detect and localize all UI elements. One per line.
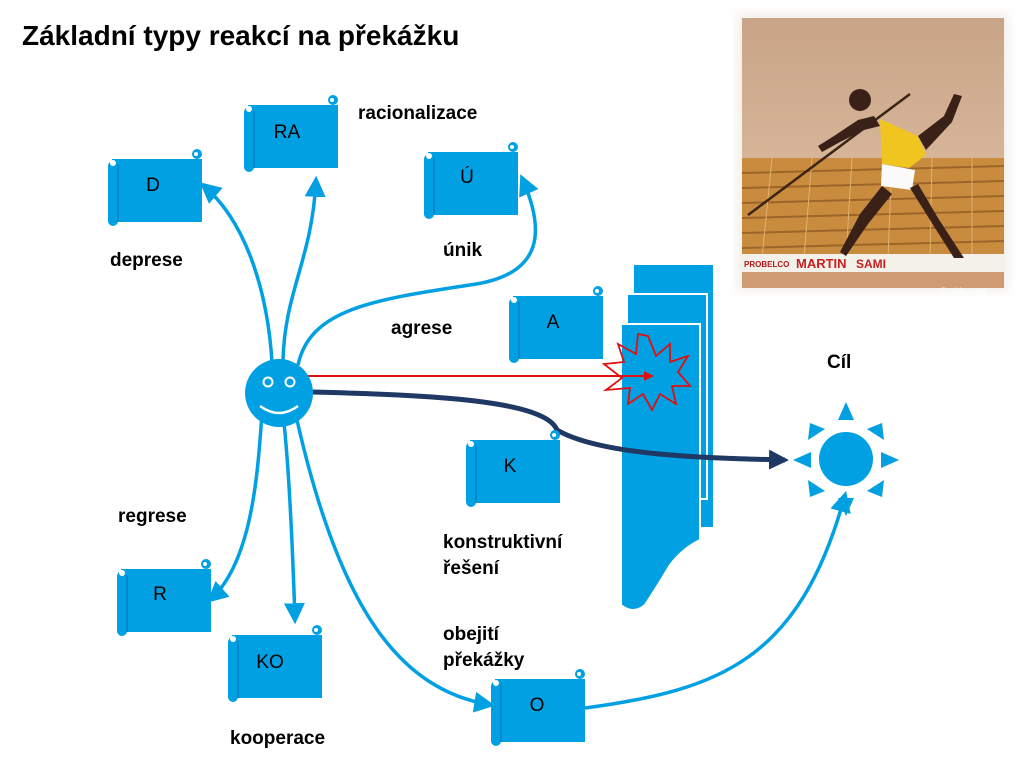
- photo-banner-3: SAMI: [856, 257, 886, 271]
- node-ko-code: KO: [256, 652, 283, 673]
- photo-banner-2: MARTIN: [796, 256, 847, 271]
- athlete-figure: [818, 89, 964, 258]
- label-konstruktivni-line2: řešení: [443, 558, 499, 579]
- photo-banner-1: PROBELCO: [744, 260, 789, 269]
- node-r-code: R: [153, 584, 167, 605]
- photo-watermark: Corbis.com: [940, 286, 986, 296]
- person-face-icon: [245, 359, 313, 427]
- label-konstruktivni-line1: konstruktivní: [443, 532, 563, 553]
- connector-racionalizace: [281, 175, 326, 361]
- node-o-code: O: [530, 695, 545, 716]
- node-d-code: D: [146, 175, 160, 196]
- node-k-scroll: [466, 430, 560, 507]
- connector-unik: [296, 174, 539, 366]
- label-konstruktivni-reseni: konstruktivní řešení: [443, 530, 562, 582]
- javelin-thrower-photo: PROBELCO MARTIN SAMI Corbis.com: [732, 8, 1014, 296]
- label-kooperace: kooperace: [230, 728, 326, 749]
- connectors: [199, 174, 851, 713]
- connector-regrese: [206, 414, 264, 603]
- label-racionalizace: racionalizace: [358, 103, 478, 124]
- connector-deprese: [199, 182, 274, 363]
- label-deprese: deprese: [110, 250, 183, 271]
- obstacle-wall: [620, 265, 713, 611]
- node-r-scroll: [117, 559, 211, 636]
- node-a-code: A: [547, 312, 560, 333]
- connector-kooperace: [282, 422, 305, 625]
- collision-burst: [601, 332, 692, 412]
- label-agrese: agrese: [391, 318, 453, 339]
- label-obejiti-line1: obejití: [443, 624, 499, 645]
- page-title: Základní typy reakcí na překážku: [22, 20, 460, 51]
- label-obejiti-prekazky: obejití překážky: [443, 622, 524, 674]
- label-cil: Cíl: [827, 352, 852, 373]
- node-ra-code: RA: [274, 122, 301, 143]
- label-obejiti-line2: překážky: [443, 650, 525, 671]
- node-u-code: Ú: [460, 166, 474, 188]
- constructive-arrow: [311, 389, 789, 470]
- label-unik: únik: [443, 240, 483, 261]
- javelin: [747, 92, 911, 217]
- node-k-code: K: [504, 456, 517, 477]
- node-ra-scroll: [244, 95, 338, 172]
- node-a-scroll: [509, 286, 603, 363]
- node-ko-scroll: [228, 625, 322, 702]
- node-u-scroll: [424, 142, 518, 219]
- sun-goal-icon: [793, 402, 899, 516]
- node-d-scroll: [108, 149, 202, 226]
- node-o-scroll: [491, 669, 585, 746]
- connector-obejiti: [295, 419, 496, 713]
- connector-cil: [584, 490, 851, 710]
- label-regrese: regrese: [118, 506, 187, 527]
